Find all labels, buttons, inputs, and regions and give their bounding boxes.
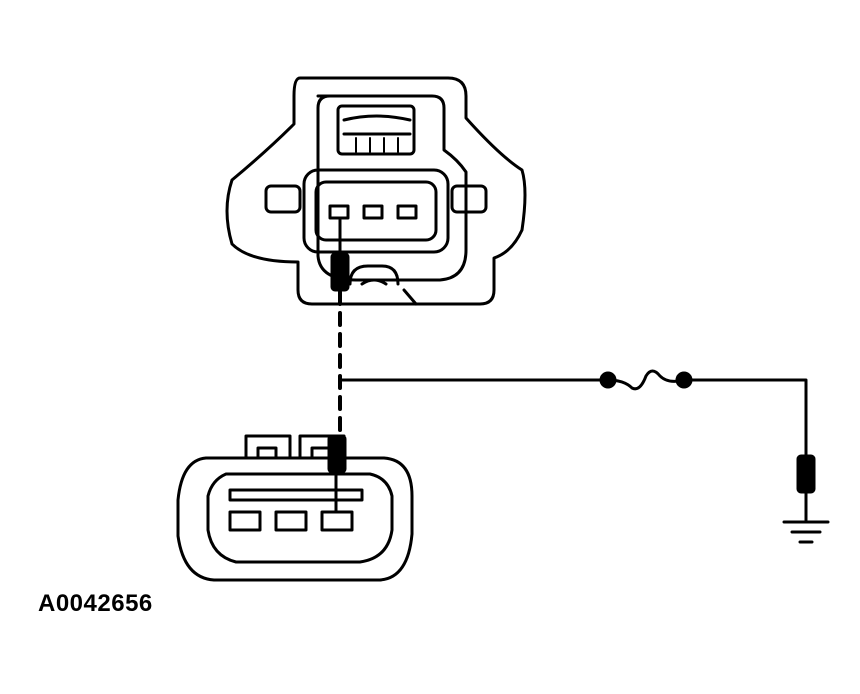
- fuse-icon: [606, 369, 686, 391]
- jumper-wire: [338, 369, 808, 458]
- harness-connector-icon: [176, 434, 414, 582]
- sensor-connector-icon: [225, 76, 527, 306]
- ground-icon: [782, 520, 830, 544]
- figure-id-label: A0042656: [38, 590, 153, 617]
- test-probe-icon: [327, 218, 816, 522]
